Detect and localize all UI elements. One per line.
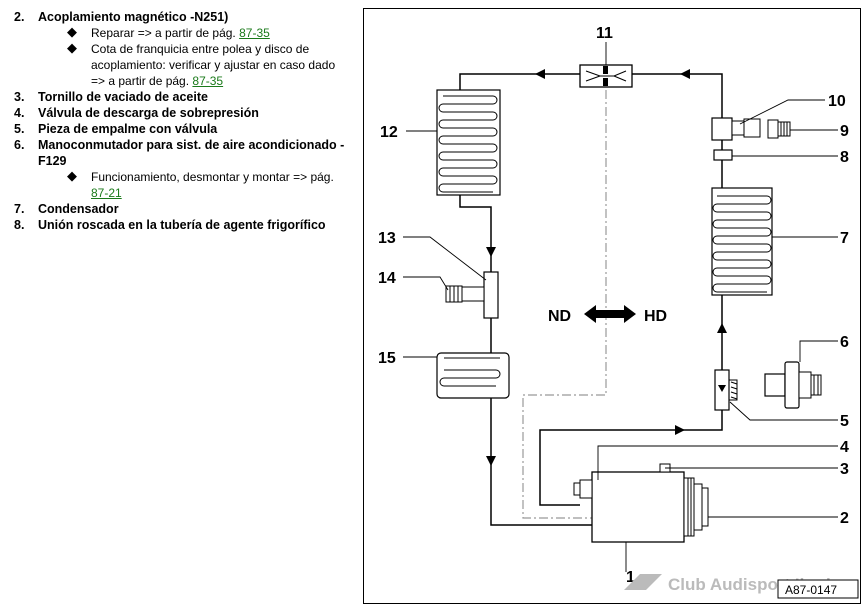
callout-13: 13 xyxy=(378,230,396,247)
callout-8: 8 xyxy=(840,149,849,166)
pressure-divider-line xyxy=(522,90,610,519)
callout-4: 4 xyxy=(840,439,849,456)
nd-hd-arrow xyxy=(584,305,636,323)
page-reference-link[interactable]: 87-35 xyxy=(239,26,270,40)
nd-label: ND xyxy=(548,308,571,325)
sub-item-text: Reparar => a partir de pág. xyxy=(91,26,240,40)
list-item: 7. Condensador xyxy=(12,201,347,217)
component-6-pressure-switch xyxy=(764,361,822,409)
list-sub-item: ◆ Reparar => a partir de pág. 87-35 xyxy=(12,24,347,41)
image-code-box: A87-0147 xyxy=(777,579,859,599)
component-8-union xyxy=(713,149,733,161)
component-10-valve xyxy=(711,117,761,141)
list-item-number: 7. xyxy=(14,202,25,216)
component-9-cap xyxy=(767,119,791,139)
list-item: 8. Unión roscada en la tubería de agente … xyxy=(12,217,347,233)
list-item-number: 8. xyxy=(14,218,25,232)
list-item-label: Tornillo de vaciado de aceite xyxy=(38,90,208,104)
list-item-label: Condensador xyxy=(38,202,119,216)
list-item: 2. Acoplamiento magnético -N251) xyxy=(12,9,347,25)
callout-6: 6 xyxy=(840,334,849,351)
callout-5: 5 xyxy=(840,413,849,430)
callout-3: 3 xyxy=(840,461,849,478)
callout-1: 1 xyxy=(626,569,635,586)
diamond-bullet-icon: ◆ xyxy=(67,168,77,183)
component-11 xyxy=(579,64,633,88)
callout-14: 14 xyxy=(378,270,396,287)
list-item: 5. Pieza de empalme con válvula xyxy=(12,121,347,137)
callout-7: 7 xyxy=(840,230,849,247)
component-14-cap xyxy=(445,285,485,303)
parts-list: 2.Acoplamiento magnético -N251)◆Reparar … xyxy=(12,9,347,233)
list-item-label: Válvula de descarga de sobrepresión xyxy=(38,106,259,120)
hd-label: HD xyxy=(644,308,667,325)
callout-2: 2 xyxy=(840,510,849,527)
component-7-condenser xyxy=(711,187,773,296)
callout-12: 12 xyxy=(380,124,398,141)
list-item-label: Unión roscada en la tubería de agente fr… xyxy=(38,218,326,232)
callout-15: 15 xyxy=(378,350,396,367)
page-reference-link[interactable]: 87-21 xyxy=(91,186,122,200)
diamond-bullet-icon: ◆ xyxy=(67,24,77,39)
callout-leaders xyxy=(403,42,838,572)
list-item-label: Pieza de empalme con válvula xyxy=(38,122,218,136)
component-13-valve xyxy=(483,271,499,319)
callout-10: 10 xyxy=(828,93,846,110)
callout-11: 11 xyxy=(596,25,613,42)
component-15-receiver xyxy=(436,352,510,399)
list-sub-item: ◆ Cota de franquicia entre polea y disco … xyxy=(12,40,347,89)
sub-item-text: Cota de franquicia entre polea y disco d… xyxy=(91,42,336,88)
diagram-frame xyxy=(363,8,861,604)
component-1-compressor xyxy=(573,463,709,543)
list-item-label: Manoconmutador para sist. de aire acondi… xyxy=(38,138,345,168)
callout-9: 9 xyxy=(840,123,849,140)
callout-numbers: 1 2 3 4 5 6 7 8 9 10 11 12 13 14 15 xyxy=(378,25,849,586)
list-item-number: 5. xyxy=(14,122,25,136)
list-item-label: Acoplamiento magnético -N251) xyxy=(38,10,229,24)
component-12-coil xyxy=(436,89,501,196)
image-code: A87-0147 xyxy=(785,583,837,597)
list-item-number: 6. xyxy=(14,138,25,152)
sub-item-text: Funcionamiento, desmontar y montar => pá… xyxy=(91,170,334,184)
list-item-number: 4. xyxy=(14,106,25,120)
list-item: 3. Tornillo de vaciado de aceite xyxy=(12,89,347,105)
list-item-number: 2. xyxy=(14,10,25,24)
list-item: 6. Manoconmutador para sist. de aire acon… xyxy=(12,137,347,169)
flow-arrows xyxy=(486,69,727,466)
list-sub-item: ◆ Funcionamiento, desmontar y montar => p… xyxy=(12,168,347,201)
diamond-bullet-icon: ◆ xyxy=(67,40,77,55)
list-item: 4. Válvula de descarga de sobrepresión xyxy=(12,105,347,121)
page-reference-link[interactable]: 87-35 xyxy=(192,74,224,88)
list-item-number: 3. xyxy=(14,90,25,104)
component-5-connector xyxy=(714,369,738,411)
